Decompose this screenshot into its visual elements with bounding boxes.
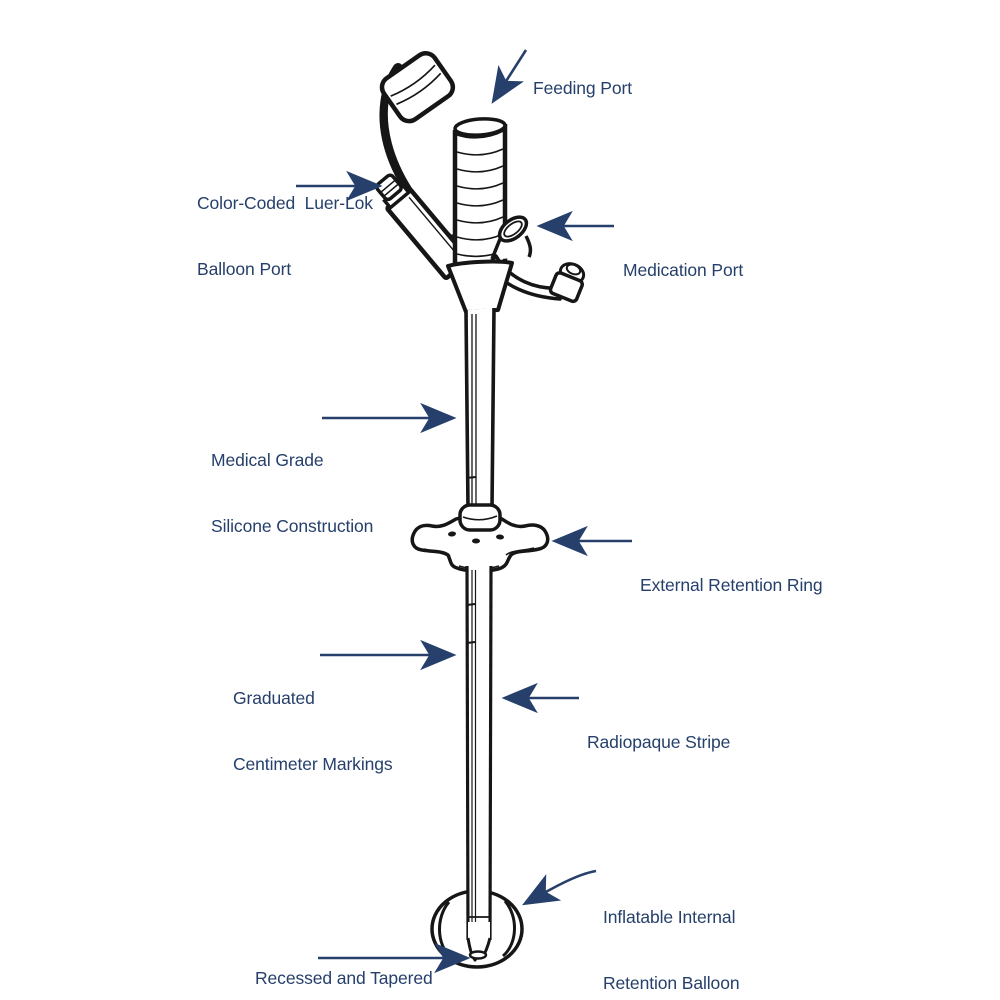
flip-cap-icon [379,50,456,124]
label-distal-tip: Recessed and Tapered Distel Tip [255,968,433,988]
cm-marking-tick [465,476,477,479]
callout-arrows [296,49,632,974]
lower-shaft-drawing [465,565,493,946]
cm-marking-tick [466,641,476,644]
label-cm-markings: Graduated Centimeter Markings [233,688,393,774]
medication-port-drawing [487,215,586,304]
label-retention-balloon: Inflatable Internal Retention Balloon [603,907,740,993]
label-medication-port: Medication Port [623,260,744,280]
cm-marking-tick [466,603,476,606]
label-external-retention-ring: External Retention Ring [640,575,823,595]
external-retention-ring-drawing [410,503,550,573]
upper-shaft-drawing [464,307,496,509]
label-balloon-port: Color-Coded Luer-Lok Balloon Port [197,193,373,279]
label-silicone-construction: Medical Grade Silicone Construction [211,450,374,536]
retention-balloon-arrow [522,869,597,906]
label-feeding-port: Feeding Port [533,78,632,98]
feeding-port-drawing [452,117,508,269]
distal-tip-drawing [466,922,492,963]
balloon-port-drawing [375,173,471,281]
label-radiopaque-stripe: Radiopaque Stripe [587,732,731,752]
ring-collar-drawing [458,503,502,532]
junction-funnel-drawing [446,259,514,314]
feeding-port-arrow [491,49,528,104]
